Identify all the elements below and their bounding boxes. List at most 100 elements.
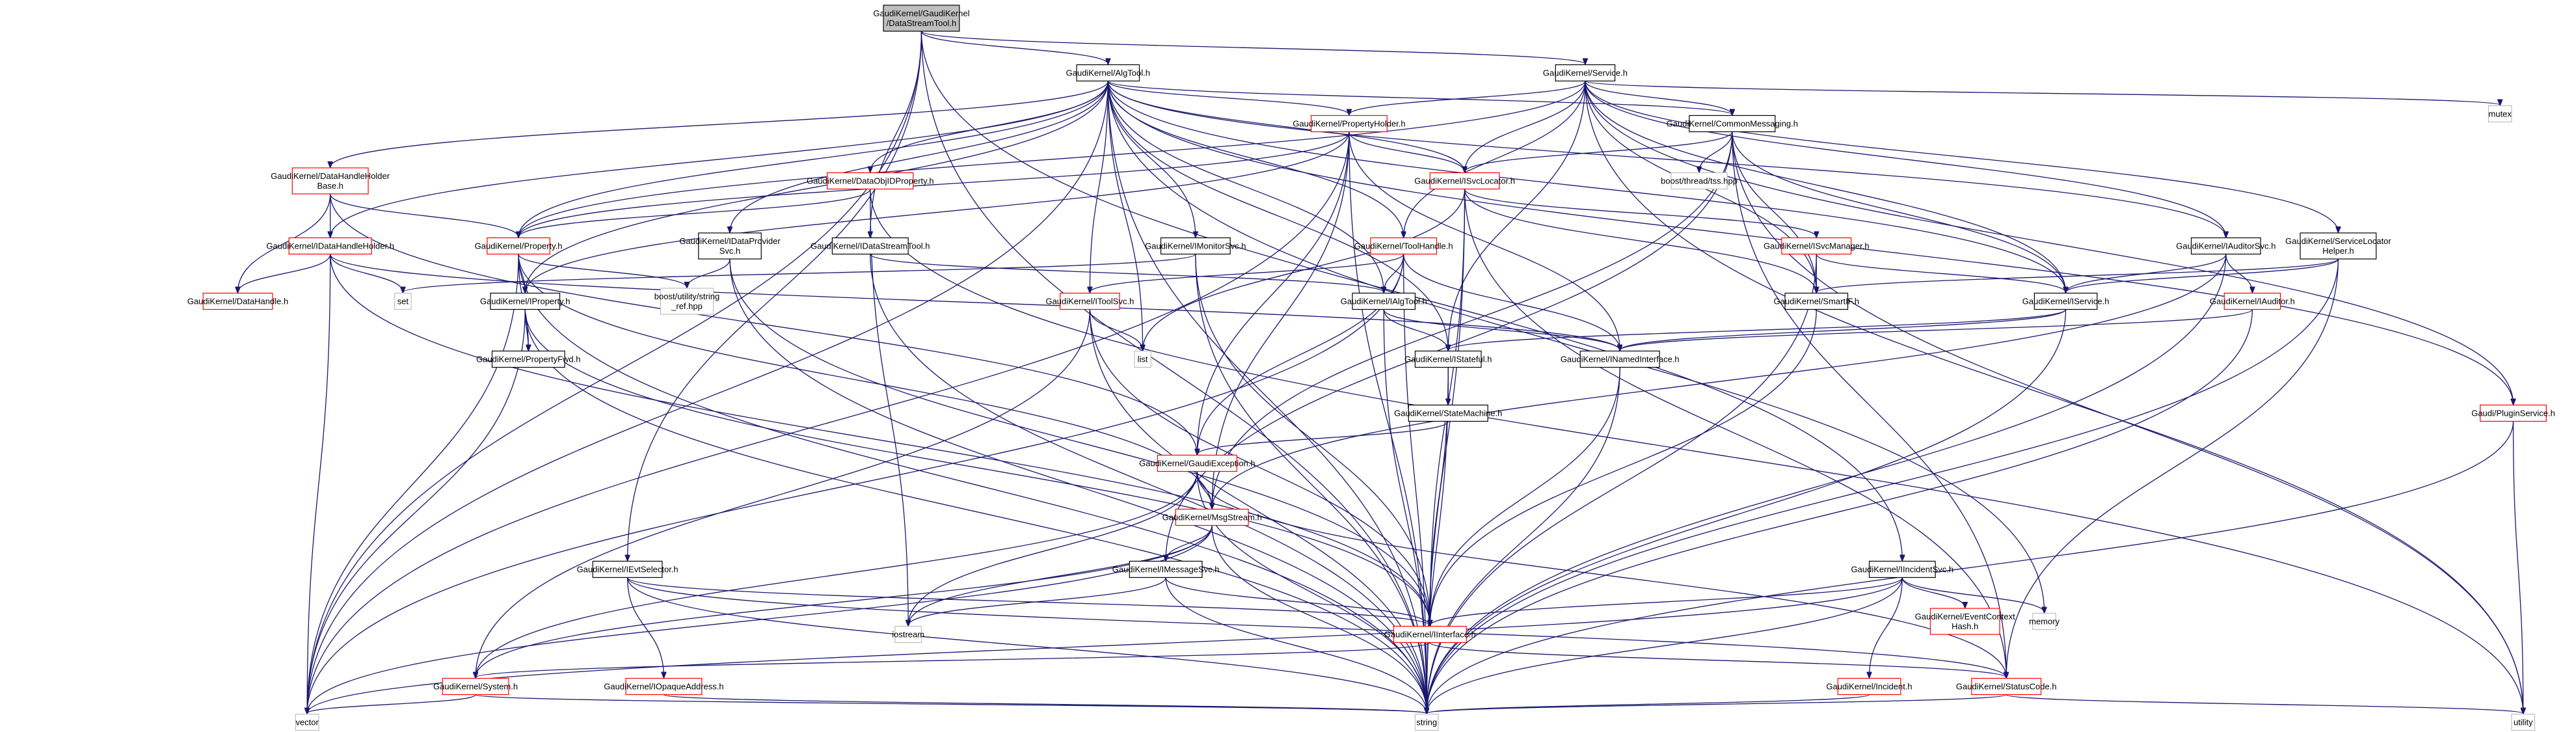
node-label: GaudiKernel/IDataProvider	[679, 236, 781, 246]
edge-idataprov-to-boostref	[687, 258, 731, 288]
node-utility: utility	[2511, 713, 2536, 731]
edge-service-to-propholder	[1349, 81, 1586, 115]
node-evtselector[interactable]: GaudiKernel/IEvtSelector.h	[577, 560, 678, 578]
edge-iauditorsvc-to-string	[1427, 254, 2227, 714]
edge-iincident-to-incident	[1870, 577, 1903, 678]
edge-service-to-iauditorsvc	[1585, 81, 2226, 237]
node-box	[1784, 292, 1849, 310]
node-iauditor[interactable]: GaudiKernel/IAuditor.h	[2210, 292, 2295, 310]
node-iincident[interactable]: GaudiKernel/IIncidentSvc.h	[1851, 560, 1954, 578]
edge-msgstream-to-imessagesvc	[1166, 525, 1213, 561]
node-datahandle[interactable]: GaudiKernel/DataHandle.h	[187, 292, 288, 310]
edge-algtool-to-vector	[307, 81, 1108, 714]
node-label: GaudiKernel/DataHandleHolder	[271, 171, 390, 181]
edge-iincident-to-evtctxhash	[1901, 577, 1965, 608]
node-iservice[interactable]: GaudiKernel/IService.h	[2022, 292, 2110, 310]
node-pluginsvc[interactable]: Gaudi/PluginService.h	[2471, 404, 2555, 422]
edge-algtool-to-dataobjid	[870, 81, 1108, 172]
edge-itoolsvc-to-string	[1089, 309, 1427, 714]
edge-imessagesvc-to-iostream	[908, 577, 1166, 626]
node-iinterface[interactable]: GaudiKernel/IInterface.h	[1384, 625, 1476, 644]
node-imonitor[interactable]: GaudiKernel/IMonitorSvc.h	[1145, 237, 1246, 255]
node-list: list	[1134, 350, 1151, 368]
edge-propholder-to-string	[1348, 131, 1427, 714]
node-set: set	[394, 292, 412, 310]
edge-property-to-boostref	[518, 254, 687, 288]
node-label: GaudiKernel/IIncidentSvc.h	[1851, 565, 1954, 575]
node-propfwd[interactable]: GaudiKernel/PropertyFwd.h	[476, 350, 581, 368]
edge-service-to-iservice	[1585, 81, 2066, 293]
edge-svclocator-to-smartif	[1464, 189, 1817, 293]
node-statuscode[interactable]: GaudiKernel/StatusCode.h	[1956, 677, 2057, 696]
node-box	[883, 5, 960, 32]
edge-evtselector-to-opaque	[626, 577, 664, 678]
node-statemachine[interactable]: GaudiKernel/StateMachine.h	[1394, 404, 1502, 422]
edge-statuscode-to-string	[1427, 694, 2007, 714]
node-isvcmgr[interactable]: GaudiKernel/ISvcManager.h	[1764, 237, 1870, 255]
node-propholder[interactable]: GaudiKernel/PropertyHolder.h	[1293, 115, 1406, 133]
node-ialgtool[interactable]: GaudiKernel/IAlgTool.h	[1341, 292, 1427, 310]
edge-svclocator-to-isvcmgr	[1464, 189, 1817, 237]
node-algtool[interactable]: GaudiKernel/AlgTool.h	[1066, 64, 1150, 82]
node-inamed[interactable]: GaudiKernel/INamedInterface.h	[1561, 350, 1680, 368]
edge-algtool-to-iservice	[1107, 81, 2065, 293]
node-box	[660, 288, 714, 315]
node-label: GaudiKernel/MsgStream.h	[1162, 513, 1262, 522]
edge-commonmsg-to-boosttss	[1699, 131, 1733, 172]
node-incident[interactable]: GaudiKernel/Incident.h	[1826, 677, 1912, 696]
node-root: GaudiKernel/GaudiKernel/DataStreamTool.h	[873, 5, 970, 32]
edge-iincident-to-string	[1427, 577, 1903, 714]
node-boostref: boost/utility/string_ref.hpp	[654, 288, 719, 315]
node-smartif[interactable]: GaudiKernel/SmartIF.h	[1774, 292, 1860, 310]
node-toolhandle[interactable]: GaudiKernel/ToolHandle.h	[1354, 237, 1453, 255]
edge-pluginsvc-to-utility	[2512, 421, 2523, 714]
edge-itoolsvc-to-system	[476, 309, 1091, 678]
node-idatastream[interactable]: GaudiKernel/IDataStreamTool.h	[811, 237, 930, 255]
edge-iservice-to-istateful	[1448, 308, 2067, 351]
node-istateful[interactable]: GaudiKernel/IStateful.h	[1404, 350, 1492, 368]
node-box	[1929, 608, 2000, 635]
node-itoolsvc[interactable]: GaudiKernel/IToolSvc.h	[1045, 292, 1134, 310]
node-label: GaudiKernel/ToolHandle.h	[1354, 241, 1453, 251]
node-gaudiexc[interactable]: GaudiKernel/GaudiException.h	[1139, 454, 1255, 472]
node-iauditorsvc[interactable]: GaudiKernel/IAuditorSvc.h	[2176, 237, 2275, 255]
node-box	[2190, 237, 2261, 255]
node-label: GaudiKernel/StateMachine.h	[1394, 409, 1502, 418]
node-property[interactable]: GaudiKernel/Property.h	[475, 237, 563, 255]
node-svclocator[interactable]: GaudiKernel/ISvcLocator.h	[1414, 172, 1515, 190]
node-box	[1555, 64, 1616, 82]
edge-service-to-svclocator	[1465, 81, 1586, 172]
node-box	[288, 237, 372, 255]
edge-msgstream-to-string	[1211, 525, 1427, 714]
edge-svclochelper-to-string	[1427, 258, 2339, 714]
node-opaque[interactable]: GaudiKernel/IOpaqueAddress.h	[604, 677, 724, 696]
node-commonmsg[interactable]: GaudiKernel/CommonMessaging.h	[1667, 115, 1798, 133]
node-label: GaudiKernel/ServiceLocator	[2285, 236, 2391, 246]
node-service[interactable]: GaudiKernel/Service.h	[1543, 64, 1628, 82]
node-msgstream[interactable]: GaudiKernel/MsgStream.h	[1162, 508, 1262, 526]
node-box	[1060, 292, 1120, 310]
edge-service-to-mutex	[1585, 80, 2500, 105]
edge-gaudiexc-to-system	[476, 471, 1198, 678]
node-idhholder[interactable]: GaudiKernel/IDataHandleHolder.h	[266, 237, 394, 255]
node-system[interactable]: GaudiKernel/System.h	[433, 677, 518, 696]
node-dataobjid[interactable]: GaudiKernel/DataObjIDProperty.h	[807, 172, 934, 190]
node-label: GaudiKernel/DataHandle.h	[187, 297, 288, 306]
edge-iauditor-to-inamed	[1620, 308, 2253, 351]
node-box	[1414, 350, 1482, 368]
node-box	[1370, 237, 1438, 255]
edge-iauditor-to-string	[1427, 309, 2253, 714]
edge-gaudiexc-to-iostream	[908, 471, 1198, 626]
node-label: Gaudi/PluginService.h	[2471, 409, 2555, 418]
node-box	[894, 625, 922, 644]
node-box	[1837, 677, 1901, 696]
node-label: GaudiKernel/IMonitorSvc.h	[1145, 241, 1246, 251]
node-iproperty[interactable]: GaudiKernel/IProperty.h	[480, 292, 570, 310]
node-imessagesvc[interactable]: GaudiKernel/IMessageSvc.h	[1112, 560, 1220, 578]
node-box	[1414, 713, 1439, 731]
node-box	[2480, 404, 2547, 422]
